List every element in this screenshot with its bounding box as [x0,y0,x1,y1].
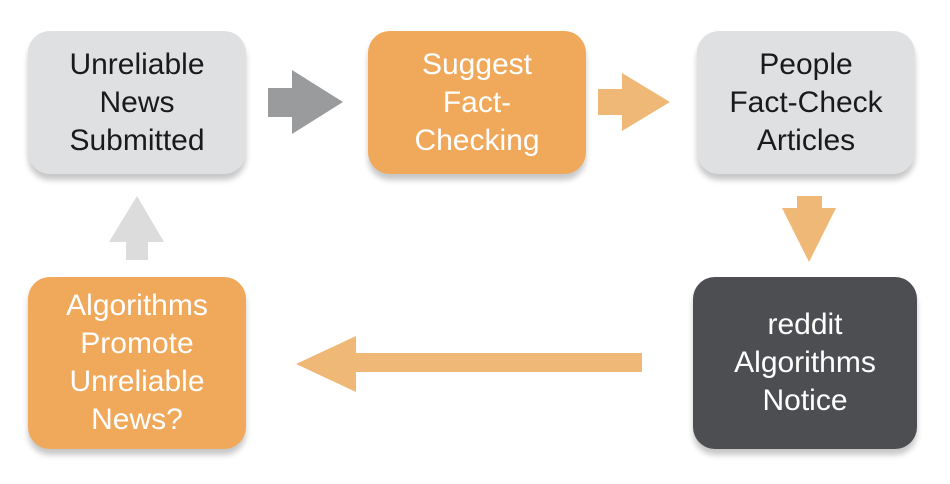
arrow-n2-to-n3 [598,73,670,131]
node-text-line: Checking [414,123,540,157]
node-text-line: Articles [756,123,856,157]
node-text-line: Suggest [421,47,533,81]
node-suggest-fact-checking: Suggest Fact- Checking [368,31,586,174]
node-text-line: News? [91,403,183,436]
node-text-line: Submitted [69,123,205,157]
node-text-line: Promote [80,327,194,360]
node-text-line: Algorithms [734,346,876,379]
node-text-line: Unreliable [69,47,205,81]
node-unreliable-news-submitted: Unreliable News Submitted [28,31,246,174]
arrow-n1-to-n2 [268,70,343,134]
node-text-line: News [99,85,175,119]
node-text-line: reddit [767,308,843,341]
arrow-n3-to-n4 [782,196,836,262]
node-reddit-algorithms-notice: reddit Algorithms Notice [693,277,917,449]
node-text-line: People [759,47,853,81]
arrow-n4-to-n5 [296,336,642,392]
node-text-line: Algorithms [66,289,208,322]
arrow-n5-to-n1 [109,196,164,260]
node-algorithms-promote-unreliable-news: Algorithms Promote Unreliable News? [28,277,246,449]
node-text-line: Fact- [442,85,512,119]
node-text-line: Fact-Check [729,85,883,119]
node-text-line: Unreliable [69,365,205,398]
node-people-fact-check-articles: People Fact-Check Articles [697,31,915,174]
node-text-line: Notice [762,384,848,417]
